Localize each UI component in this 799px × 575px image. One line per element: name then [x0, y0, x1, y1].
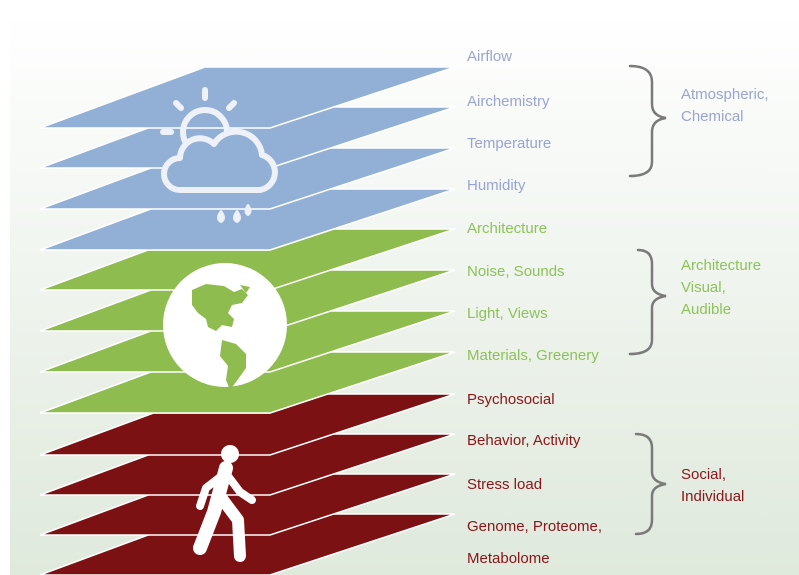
social-layer-4: [39, 473, 456, 536]
env-bracket: [628, 248, 667, 356]
group-social-line-2: Individual: [681, 488, 745, 505]
social-bracket: [634, 432, 667, 536]
social-layer-3: [39, 433, 456, 496]
layer-label-architecture: Architecture: [467, 220, 548, 237]
layer-label-materials-greenery: Materials, Greenery: [467, 347, 599, 364]
atmo-bracket: [628, 64, 667, 178]
group-social-line-1: Social,: [681, 466, 727, 483]
group-atmo-line-2: Chemical: [681, 108, 744, 125]
weather-sun-cloud-rain-icon: [160, 87, 278, 223]
layer-label-airchemistry: Airchemistry: [467, 93, 550, 110]
group-env-line-3: Audible: [681, 301, 732, 318]
walking-person-icon: [193, 445, 256, 562]
layer-label-metabolome: Metabolome: [467, 550, 550, 567]
atmo-layer-2: [39, 66, 456, 129]
layer-label-stress-load: Stress load: [467, 476, 543, 493]
layer-label-noise-sounds: Noise, Sounds: [467, 263, 565, 280]
group-label-atmospheric: Atmospheric, Chemical: [681, 84, 769, 128]
atmo-layer-5: [39, 188, 456, 251]
globe-americas-icon: [163, 263, 287, 390]
layer-label-psychosocial: Psychosocial: [467, 391, 555, 408]
layer-label-humidity: Humidity: [467, 177, 526, 194]
group-label-architecture: Architecture Visual, Audible: [681, 255, 761, 321]
group-env-line-1: Architecture: [681, 257, 762, 274]
group-env-line-2: Visual,: [681, 279, 726, 296]
social-layer-2: [39, 393, 456, 456]
layer-label-light-views: Light, Views: [467, 305, 548, 322]
social-layer-5: [39, 513, 456, 575]
brackets: [628, 64, 667, 536]
layer-label-behavior-activity: Behavior, Activity: [467, 432, 581, 449]
layer-label-temperature: Temperature: [467, 135, 552, 152]
group-label-social: Social, Individual: [681, 464, 744, 508]
layer-label-genome-proteome: Genome, Proteome,: [467, 518, 603, 535]
group-atmo-line-1: Atmospheric,: [681, 86, 769, 103]
layer-label-airflow: Airflow: [467, 48, 513, 65]
